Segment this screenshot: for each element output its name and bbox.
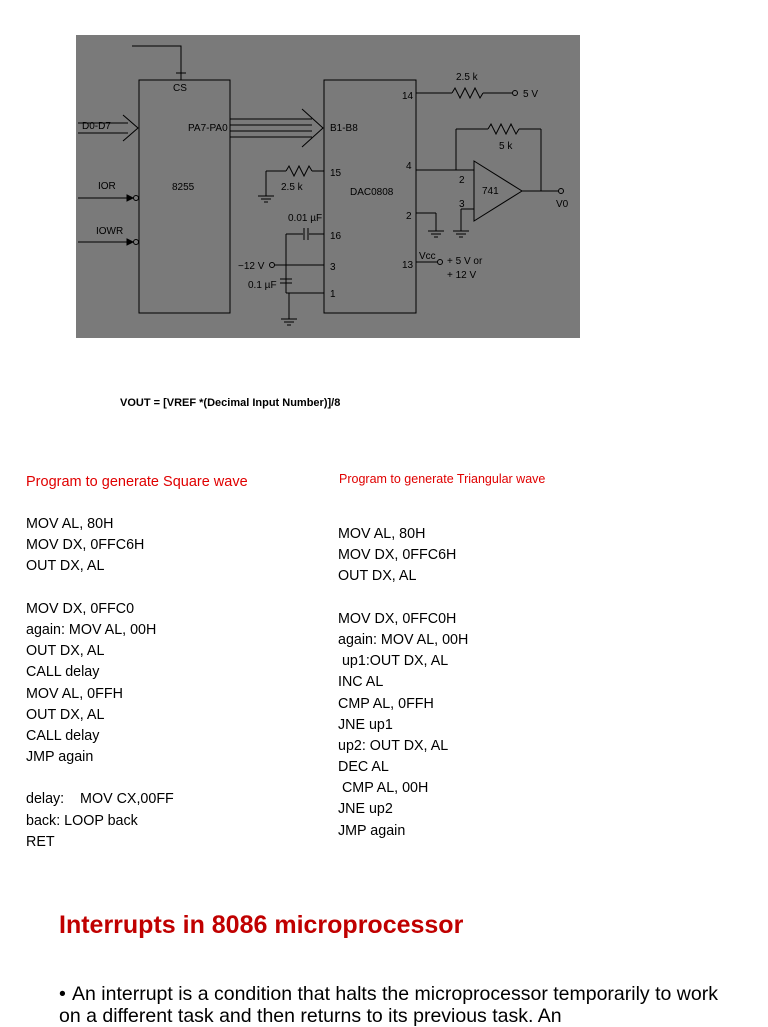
label-resistor-top: 2.5 k (456, 72, 479, 83)
section-title: Interrupts in 8086 microprocessor (59, 911, 464, 939)
code-line: RET (26, 833, 55, 850)
code-line: CMP AL, 00H (338, 780, 429, 797)
label-neg-12v: −12 V (238, 261, 265, 272)
code-line: MOV DX, 0FFC0H (338, 610, 457, 627)
code-line (26, 578, 174, 599)
label-pin-14: 14 (402, 91, 414, 102)
label-resistor-5k: 5 k (499, 141, 513, 152)
diagram-background (76, 35, 580, 338)
code-line (26, 768, 174, 789)
code-line: JNE up2 (338, 801, 393, 818)
bullet-marker: • (59, 983, 66, 1005)
label-vcc: Vcc (419, 251, 436, 262)
code-line: INC AL (338, 674, 384, 691)
code-line: OUT DX, AL (26, 706, 105, 723)
label-opamp-741: 741 (482, 186, 499, 197)
dac0808-block (323, 79, 417, 314)
label-ppi-8255: 8255 (172, 182, 195, 193)
code-line: up2: OUT DX, AL (338, 737, 449, 754)
label-vref: 5 V (523, 89, 538, 100)
code-line: CALL delay (26, 664, 100, 681)
code-line: OUT DX, AL (26, 643, 105, 660)
ppi-8255-block (138, 79, 231, 314)
label-cap-001: 0.01 µF (288, 213, 322, 224)
code-line: JMP again (338, 822, 406, 839)
code-line: OUT DX, AL (338, 568, 417, 585)
interrupt-paragraph: •An interrupt is a condition that halts … (59, 983, 739, 1027)
code-line: again: MOV AL, 00H (338, 631, 469, 648)
triangular-wave-header: Program to generate Triangular wave (339, 472, 546, 486)
label-resistor-left: 2.5 k (281, 182, 304, 193)
code-line: CMP AL, 0FFH (338, 695, 434, 712)
code-line: again: MOV AL, 00H (26, 621, 157, 638)
label-pin-16: 16 (330, 231, 342, 242)
code-line: JNE up1 (338, 716, 393, 733)
code-line: MOV AL, 0FFH (26, 685, 123, 702)
code-line: MOV AL, 80H (338, 526, 426, 542)
label-cap-01: 0.1 µF (248, 280, 277, 291)
vout-formula: VOUT = [VREF *(Decimal Input Number)]/8 (120, 397, 341, 409)
code-line: delay: MOV CX,00FF (26, 791, 174, 808)
label-pin-2: 2 (406, 211, 412, 222)
label-opamp-pin-3: 3 (459, 199, 465, 210)
label-pin-4: 4 (406, 161, 412, 172)
label-iowr: IOWR (96, 226, 123, 237)
code-line (338, 588, 468, 609)
paragraph-text: An interrupt is a condition that halts t… (59, 983, 718, 1027)
code-line: MOV AL, 80H (26, 516, 114, 532)
code-line: JMP again (26, 749, 94, 766)
code-line: MOV DX, 0FFC0 (26, 600, 135, 617)
label-pin-15: 15 (330, 168, 342, 179)
code-line: back: LOOP back (26, 812, 138, 829)
label-supply-1: + 5 V or (447, 256, 483, 267)
code-line: DEC AL (338, 759, 389, 776)
label-opamp-pin-2: 2 (459, 175, 465, 186)
label-data-in: D0-D7 (82, 121, 111, 132)
label-port-pa: PA7-PA0 (188, 123, 228, 134)
label-b-bus: B1-B8 (330, 123, 358, 134)
label-pin-13: 13 (402, 260, 414, 271)
label-supply-2: + 12 V (447, 270, 477, 281)
square-wave-header: Program to generate Square wave (26, 474, 248, 490)
label-cs: CS (173, 83, 187, 94)
code-line: MOV DX, 0FFC6H (26, 537, 145, 554)
code-line: CALL delay (26, 727, 100, 744)
label-pin-1: 1 (330, 289, 336, 300)
label-pin-3: 3 (330, 262, 336, 273)
code-line: MOV DX, 0FFC6H (338, 547, 457, 564)
square-wave-code: MOV AL, 80H MOV DX, 0FFC6H OUT DX, AL MOV D… (26, 514, 174, 853)
dac-interface-diagram: CS D0-D7 IOR IOWR 8255 PA7-PA0 B1-B8 DAC… (76, 35, 580, 338)
code-line: OUT DX, AL (26, 558, 105, 575)
triangular-wave-code: MOV AL, 80H MOV DX, 0FFC6H OUT DX, AL MOV D… (338, 524, 468, 842)
opamp-741-symbol (473, 160, 523, 222)
label-vo: V0 (556, 199, 569, 210)
label-ior: IOR (98, 181, 116, 192)
label-dac0808: DAC0808 (350, 187, 394, 198)
code-line: up1:OUT DX, AL (338, 653, 449, 670)
